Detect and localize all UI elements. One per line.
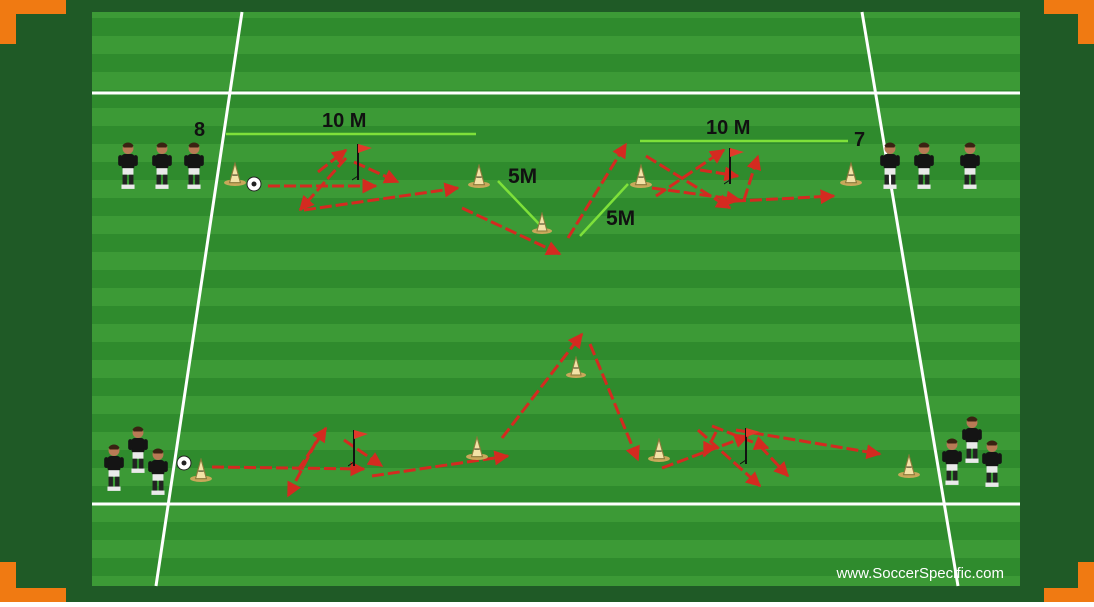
label-distance-left: 10 M xyxy=(322,110,366,132)
arrow xyxy=(500,332,584,439)
arrow xyxy=(296,426,328,471)
corner-bottom-left xyxy=(0,562,66,602)
left-line xyxy=(154,11,244,587)
measure-line-5m-left xyxy=(497,180,541,226)
movement-arrows xyxy=(211,142,882,498)
arrow xyxy=(371,450,510,478)
arrow xyxy=(696,428,762,488)
corner-top-left xyxy=(0,0,66,44)
corner-bottom-right xyxy=(1044,562,1094,602)
labels: 8 7 10 M 10 M 5M 5M xyxy=(194,110,865,230)
arrow xyxy=(461,206,562,256)
arrow xyxy=(655,148,726,198)
arrow xyxy=(343,438,384,468)
pitch-lines xyxy=(92,11,1020,587)
arrow xyxy=(353,160,400,184)
watermark: www.SoccerSpecific.com xyxy=(835,565,1004,582)
pitch-surface xyxy=(92,12,1020,586)
label-diagonal-right: 5M xyxy=(606,207,635,230)
ball xyxy=(176,455,192,471)
arrow xyxy=(702,431,718,458)
arrow xyxy=(566,142,628,239)
label-group-count-left: 8 xyxy=(194,119,205,141)
arrow xyxy=(588,343,640,462)
measure-line-5m-right xyxy=(579,183,629,237)
arrow xyxy=(735,428,882,460)
label-diagonal-left: 5M xyxy=(508,165,537,188)
measurement-lines xyxy=(226,132,848,237)
ball xyxy=(246,176,262,192)
arrow xyxy=(211,461,366,477)
arrow xyxy=(645,154,732,210)
right-line xyxy=(860,11,960,587)
arrow xyxy=(303,182,460,212)
arrow xyxy=(298,157,348,212)
arrow xyxy=(317,148,348,174)
arrow xyxy=(711,424,770,451)
arrow xyxy=(758,444,790,478)
arrow xyxy=(742,154,762,201)
label-group-count-right: 7 xyxy=(854,129,865,151)
corner-top-right xyxy=(1044,0,1094,44)
label-distance-right: 10 M xyxy=(706,117,750,139)
arrow xyxy=(651,186,742,206)
arrow xyxy=(699,166,740,182)
